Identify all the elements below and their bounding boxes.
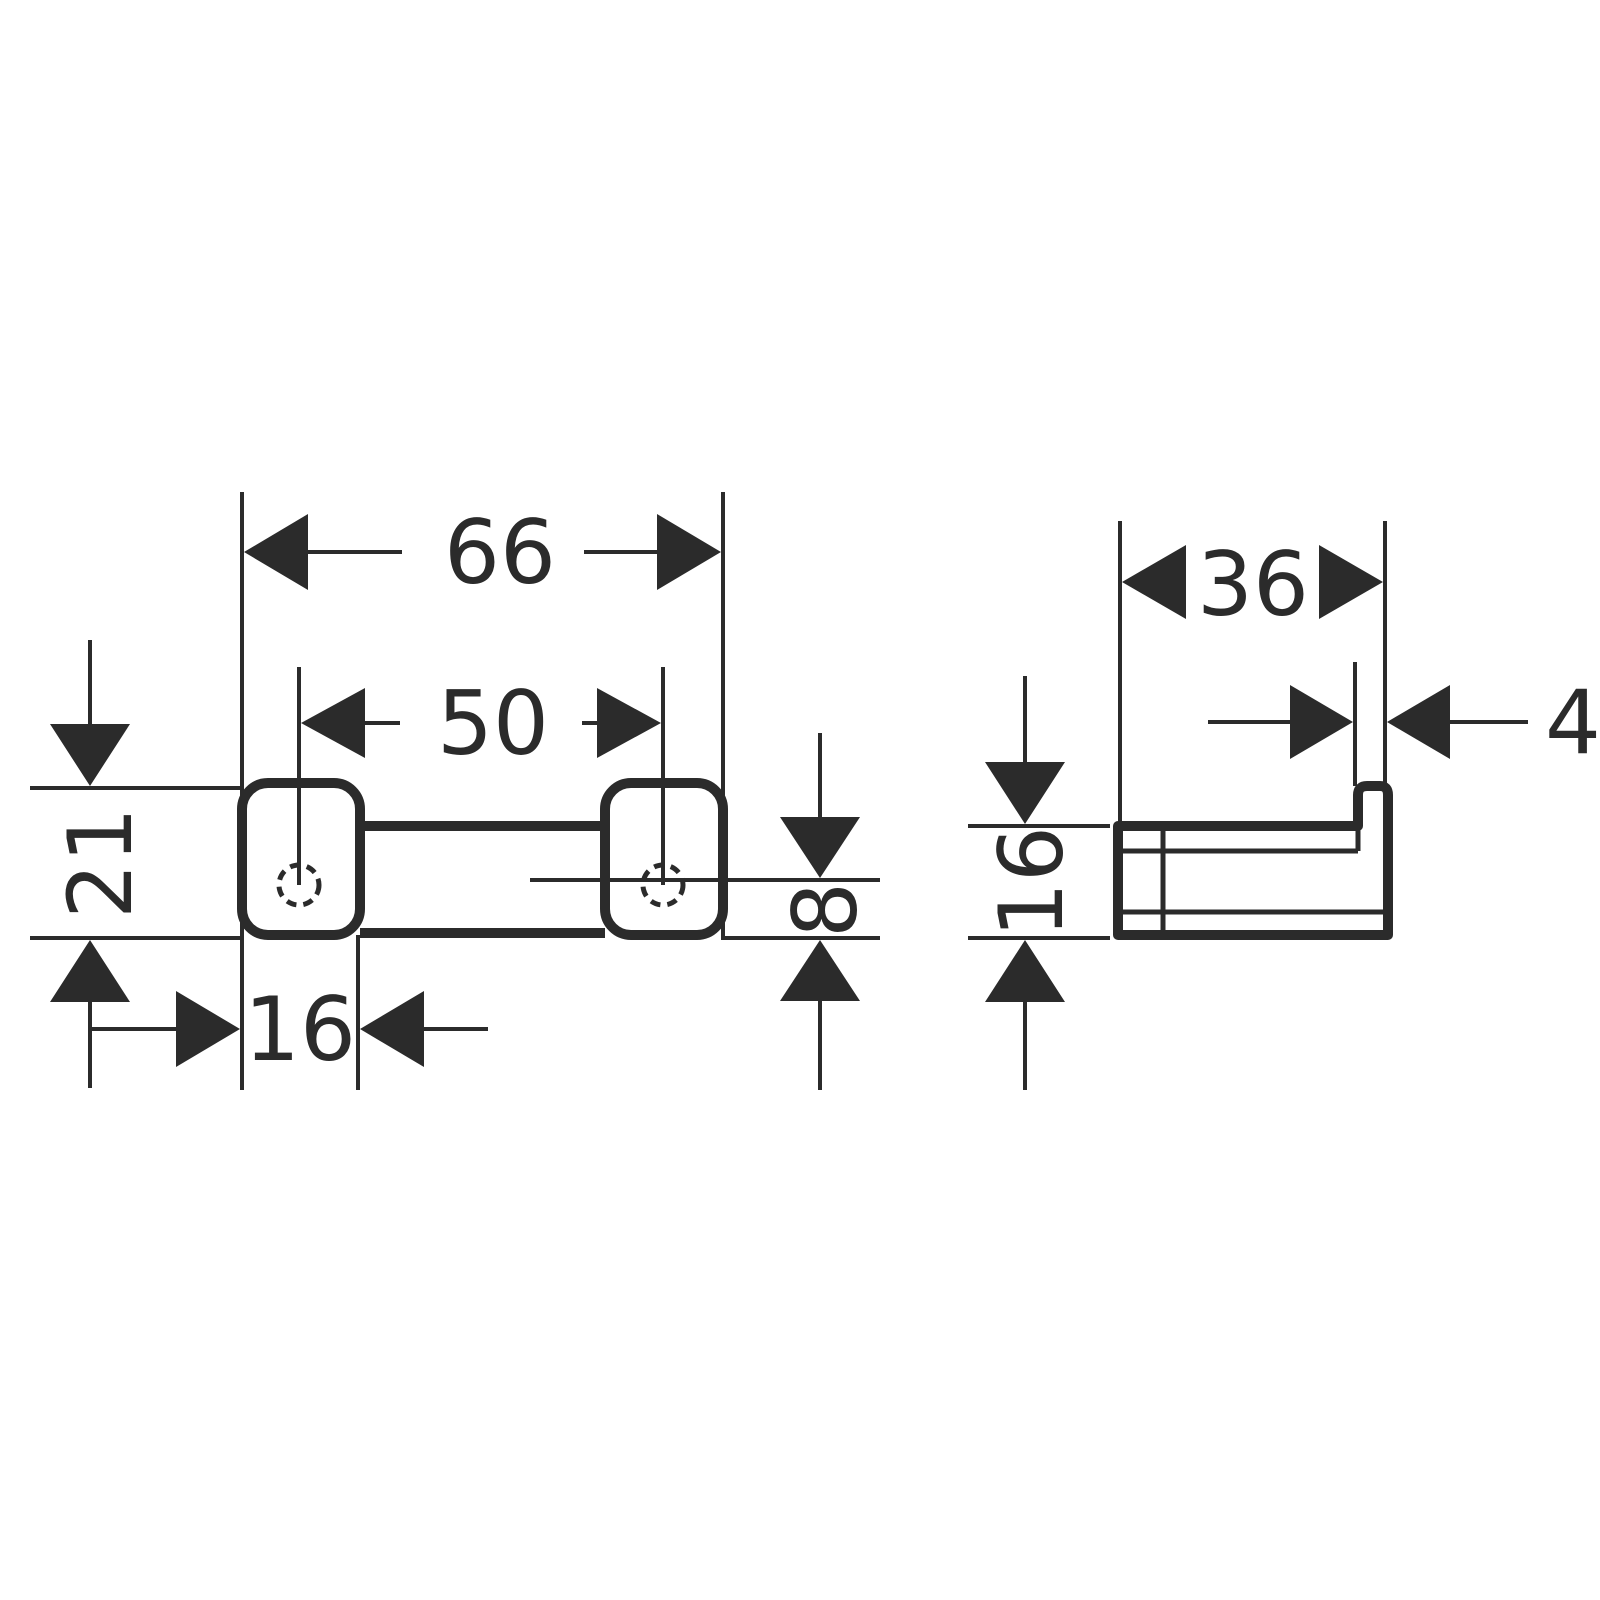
arrow-up-icon bbox=[780, 940, 860, 1001]
arrow-right-icon bbox=[657, 514, 721, 590]
front-view: 66 50 21 16 bbox=[30, 492, 880, 1090]
dim-label-66: 66 bbox=[444, 501, 556, 604]
dim-bar-height: 8 bbox=[530, 733, 880, 1090]
side-view: 36 4 16 bbox=[968, 521, 1600, 1090]
dim-label-36: 36 bbox=[1197, 533, 1309, 636]
arrow-right-icon bbox=[176, 991, 240, 1067]
dim-depth: 36 bbox=[1118, 521, 1387, 828]
dim-overall-width: 66 bbox=[240, 492, 725, 1090]
arrow-up-icon bbox=[985, 940, 1065, 1002]
dim-lip: 4 bbox=[1208, 662, 1600, 786]
arrow-down-icon bbox=[780, 817, 860, 878]
side-view-part bbox=[1113, 781, 1393, 940]
side-profile-outline bbox=[1113, 781, 1393, 940]
dim-height: 21 bbox=[30, 640, 242, 1088]
dim-block-width: 16 bbox=[92, 935, 488, 1090]
dim-label-21: 21 bbox=[49, 807, 152, 919]
arrow-left-icon bbox=[244, 514, 308, 590]
arrow-left-icon bbox=[301, 688, 365, 758]
dim-side-height: 16 bbox=[968, 676, 1110, 1090]
arrow-left-icon bbox=[1122, 545, 1186, 619]
arrow-right-icon bbox=[1290, 685, 1353, 759]
arrow-left-icon bbox=[1387, 685, 1450, 759]
dim-label-16-side: 16 bbox=[980, 826, 1083, 938]
arrow-right-icon bbox=[597, 688, 661, 758]
dim-label-16: 16 bbox=[244, 978, 356, 1081]
dim-label-8: 8 bbox=[774, 882, 877, 938]
arrow-up-icon bbox=[50, 940, 130, 1002]
arrow-right-icon bbox=[1319, 545, 1383, 619]
dim-label-4: 4 bbox=[1545, 671, 1600, 774]
front-view-part bbox=[237, 778, 728, 940]
dim-hole-spacing: 50 bbox=[297, 667, 665, 885]
arrow-left-icon bbox=[360, 991, 424, 1067]
arrow-down-icon bbox=[50, 724, 130, 786]
dim-label-50: 50 bbox=[437, 672, 549, 775]
arrow-down-icon bbox=[985, 762, 1065, 824]
